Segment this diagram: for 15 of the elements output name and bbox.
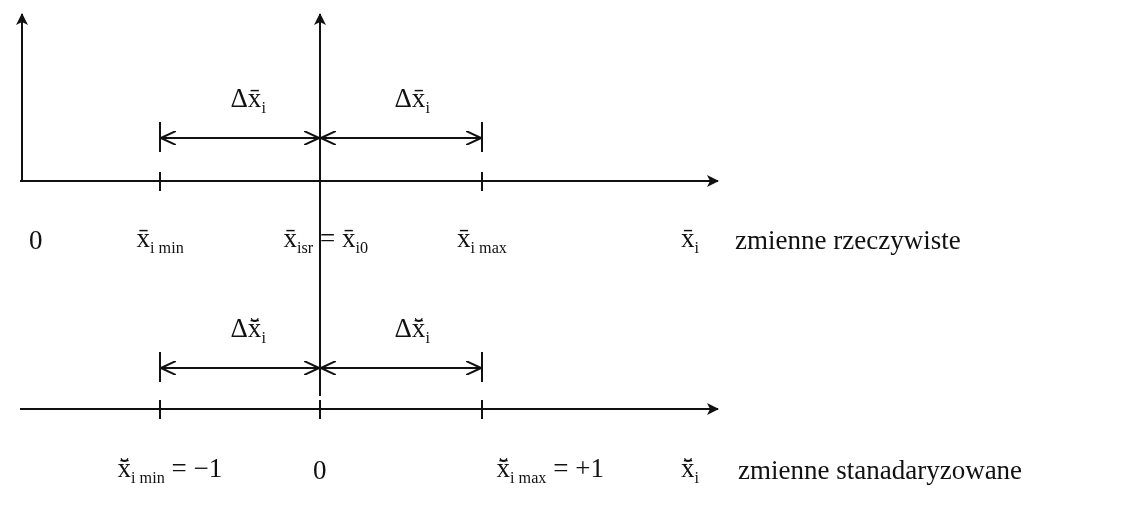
tick-label: x̄$_{i max}$ bbox=[457, 221, 507, 259]
tick-label: 0 bbox=[313, 454, 327, 487]
axis-title: zmienne stanadaryzowane bbox=[738, 454, 1023, 487]
axis-label: x̄$_{i}$ bbox=[681, 221, 699, 259]
dimension-label: Δx̄̆$_{i}$ bbox=[230, 311, 266, 349]
dimension-label: Δx̄$_{i}$ bbox=[230, 81, 266, 119]
tick-label: x̄̆$_{i max}$ = +1 bbox=[496, 451, 604, 489]
axis-title: zmienne rzeczywiste bbox=[735, 224, 961, 257]
tick-label: x̄$_{isr}$ = x̄$_{i0}$ bbox=[283, 221, 368, 259]
tick-label: 0 bbox=[29, 224, 43, 257]
dimension-label: Δx̄̆$_{i}$ bbox=[394, 311, 430, 349]
tick-label: x̄̆$_{i min}$ = −1 bbox=[117, 451, 223, 489]
dimension-label: Δx̄$_{i}$ bbox=[394, 81, 430, 119]
axis-label: x̄̆$_{i}$ bbox=[681, 451, 699, 489]
tick-label: x̄$_{i min}$ bbox=[136, 221, 184, 259]
